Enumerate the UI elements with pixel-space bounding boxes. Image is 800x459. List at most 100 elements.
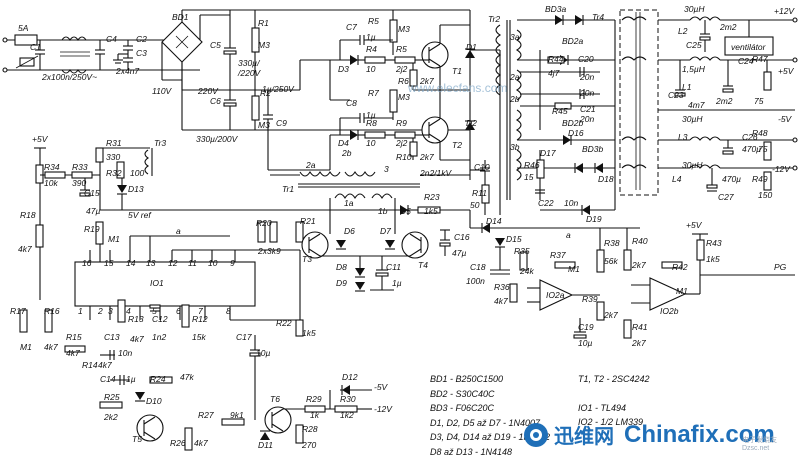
label-c27v: 470µ — [722, 174, 741, 184]
label-c11: C11 — [386, 262, 401, 272]
label-bd3a: BD3a — [545, 4, 567, 14]
label-bd1: BD1 — [172, 12, 189, 22]
label-r8: R8 — [366, 118, 377, 128]
label-c25v: 2m2 — [719, 22, 737, 32]
label-r26: R26 — [170, 438, 186, 448]
label-r41v: 2k7 — [631, 338, 646, 348]
label-c20v: 20n — [579, 72, 594, 82]
label-r33v: 390 — [72, 178, 86, 188]
legend-line: T1, T2 - 2SC4242 — [578, 372, 650, 387]
label-c10: C10 — [474, 162, 490, 172]
label-d2: D2 — [466, 118, 477, 128]
label-l1v: 1,5µH — [682, 64, 706, 74]
label-l3v: 30µH — [682, 114, 703, 124]
label-t3: T3 — [302, 254, 312, 264]
label-r33: R33 — [72, 162, 88, 172]
label-r38v: 56k — [604, 256, 618, 266]
label-r11v: 50 — [470, 200, 480, 210]
label-r18: R18 — [20, 210, 36, 220]
label-m1b: M1 — [20, 342, 32, 352]
label-r47: R47 — [752, 54, 768, 64]
label-c4: C4 — [106, 34, 117, 44]
label-c20: C20 — [578, 54, 594, 64]
label-na: a — [176, 226, 181, 236]
label-r23v: 1k5 — [424, 206, 438, 216]
label-m5: -5V — [778, 114, 793, 124]
label-r11: R11 — [472, 188, 487, 198]
label-r14: R14 — [82, 360, 98, 370]
label-r13: R13 — [128, 314, 144, 324]
label-r31v: 330 — [106, 152, 120, 162]
label-d1: D1 — [466, 42, 477, 52]
label-r18v: 4k7 — [18, 244, 32, 254]
label-p12: +12V — [774, 6, 795, 16]
label-r27: R27 — [198, 410, 214, 420]
label-c15: C15 — [84, 188, 100, 198]
label-c8: C8 — [346, 98, 357, 108]
label-d15: D15 — [506, 234, 522, 244]
label-r35v: 24k — [519, 266, 534, 276]
label-r27v: 9k1 — [230, 410, 244, 420]
label-w1b: 1b — [378, 206, 388, 216]
label-t4: T4 — [418, 260, 428, 270]
label-c17v: 10µ — [256, 348, 270, 358]
label-r30v: 1k2 — [340, 410, 354, 420]
label-r44: R44 — [548, 54, 564, 64]
label-d4: D4 — [338, 138, 349, 148]
label-o12: -12V — [374, 404, 393, 414]
label-r20v: 2x3k9 — [257, 246, 281, 256]
label-r1: R1 — [258, 18, 269, 28]
label-r15: R15 — [66, 332, 82, 342]
label-tr1: Tr1 — [282, 184, 294, 194]
label-r30: R30 — [340, 394, 356, 404]
label-o5: -5V — [374, 382, 389, 392]
label-r12: R12 — [192, 314, 208, 324]
label-c21: C21 — [580, 104, 596, 114]
label-c7: C7 — [346, 22, 357, 32]
label-d8: D8 — [336, 262, 347, 272]
label-c16: C16 — [454, 232, 470, 242]
label-r24v: 47k — [180, 372, 194, 382]
label-t1: T1 — [452, 66, 462, 76]
label-c5v2: /220V — [237, 68, 262, 78]
label-c14v: 1µ — [126, 374, 136, 384]
label-r8v: 10 — [366, 138, 376, 148]
label-p8: 8 — [226, 306, 231, 316]
label-r17: R17 — [10, 306, 26, 316]
label-r22: R22 — [276, 318, 292, 328]
ic-io1 — [75, 262, 255, 306]
label-r36v: 4k7 — [494, 296, 508, 306]
label-m12: -12V — [772, 164, 791, 174]
label-c23v: 4m7 — [688, 100, 705, 110]
label-l2v: 30µH — [684, 4, 705, 14]
label-c13v: 10n — [118, 348, 132, 358]
label-tr2: Tr2 — [488, 14, 500, 24]
label-d19: D19 — [586, 214, 602, 224]
label-r14v: 4k7 — [98, 360, 112, 370]
label-r40: R40 — [632, 236, 648, 246]
label-c1: C1 — [30, 42, 41, 52]
label-r47v: 75 — [754, 96, 764, 106]
label-c18v: 100n — [466, 276, 485, 286]
label-r45: R45 — [552, 106, 568, 116]
label-r38: R38 — [604, 238, 620, 248]
label-c9: C9 — [276, 118, 287, 128]
label-p1: 1 — [78, 306, 83, 316]
label-r15v: 4k7 — [66, 348, 80, 358]
label-r23: R23 — [424, 192, 440, 202]
label-r48: R48 — [752, 128, 768, 138]
label-c6: C6 — [210, 96, 221, 106]
legend-line: BD3 - F06C20C — [430, 401, 550, 416]
label-c22: C22 — [538, 198, 554, 208]
label-d17: D17 — [540, 148, 556, 158]
label-l3: L3 — [678, 132, 688, 142]
label-c23: C23 — [668, 90, 684, 100]
label-r29: R29 — [306, 394, 322, 404]
label-c10v: 2n2/1kV — [419, 168, 453, 178]
label-r5b: R5 — [396, 44, 407, 54]
label-d14: D14 — [486, 216, 502, 226]
label-fan: ventilátor — [731, 42, 767, 52]
brand-small: 电子发烧友 Dzsc.net — [742, 437, 777, 453]
label-r19: R19 — [84, 224, 100, 234]
